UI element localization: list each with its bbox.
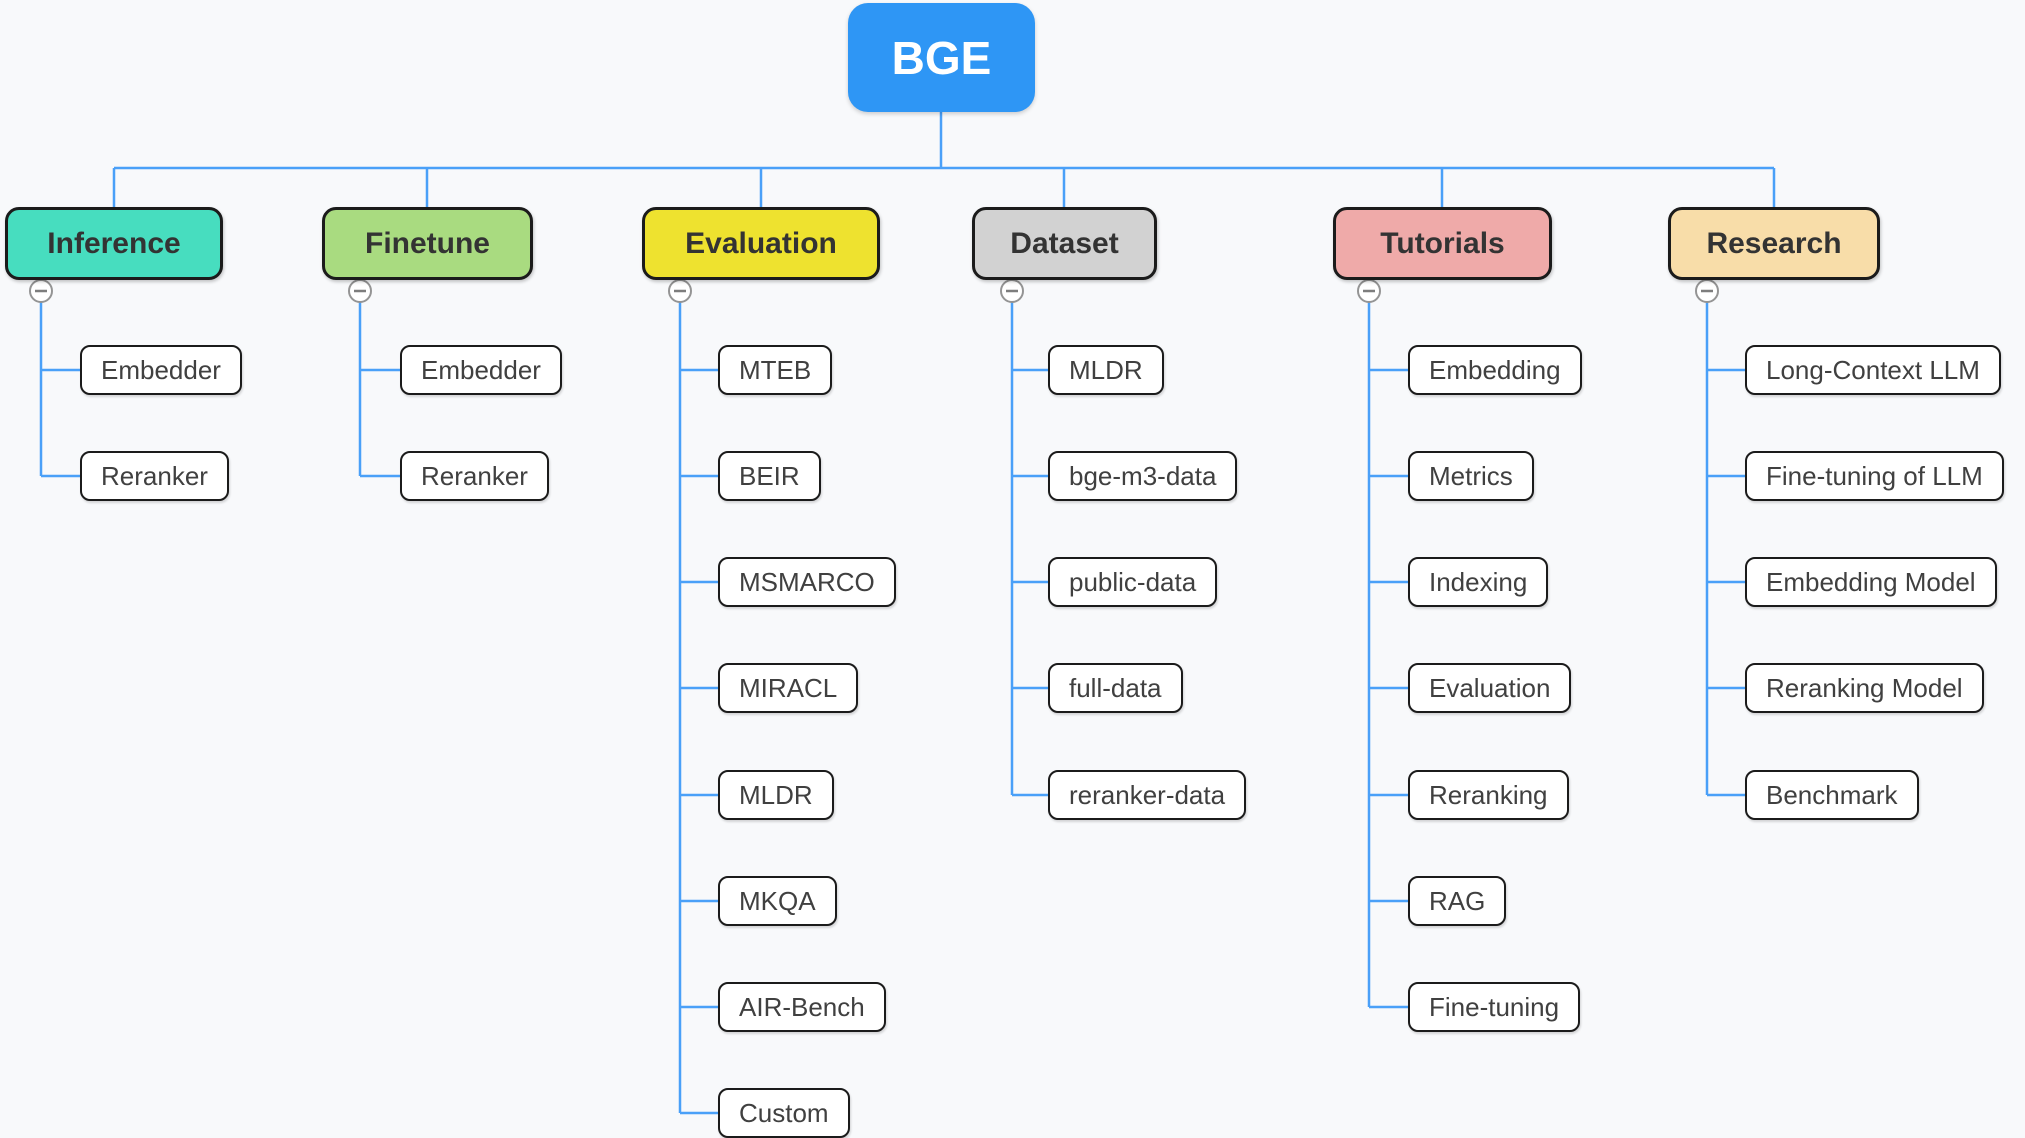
leaf-node[interactable]: Embedder: [400, 345, 562, 395]
leaf-node[interactable]: bge-m3-data: [1048, 451, 1238, 501]
connector-branch-evaluation: [678, 302, 718, 1115]
branch-node-inference[interactable]: Inference: [5, 207, 223, 280]
leaf-node[interactable]: Fine-tuning: [1408, 982, 1581, 1032]
connector-branch-tutorials: [1367, 302, 1408, 1009]
minus-circle-icon-research[interactable]: [1695, 279, 1719, 303]
leaf-node[interactable]: full-data: [1048, 663, 1183, 713]
leaf-node[interactable]: reranker-data: [1048, 770, 1247, 820]
leaf-node[interactable]: Reranker: [80, 451, 229, 501]
minus-circle-icon-tutorials[interactable]: [1357, 279, 1381, 303]
leaf-node[interactable]: Metrics: [1408, 451, 1534, 501]
leaf-node[interactable]: Custom: [718, 1088, 850, 1138]
root-node-bge[interactable]: BGE: [848, 3, 1035, 112]
leaf-node[interactable]: MLDR: [1048, 345, 1164, 395]
branch-node-evaluation[interactable]: Evaluation: [642, 207, 880, 280]
leaf-node[interactable]: Indexing: [1408, 557, 1549, 607]
leaf-node[interactable]: Reranking: [1408, 770, 1569, 820]
leaf-node[interactable]: MSMARCO: [718, 557, 896, 607]
leaf-node[interactable]: MLDR: [718, 770, 834, 820]
minus-circle-icon-evaluation[interactable]: [668, 279, 692, 303]
leaf-node[interactable]: Fine-tuning of LLM: [1745, 451, 2004, 501]
leaf-node[interactable]: MTEB: [718, 345, 833, 395]
minus-circle-icon-inference[interactable]: [29, 279, 53, 303]
branch-node-finetune[interactable]: Finetune: [322, 207, 533, 280]
leaf-node[interactable]: Reranking Model: [1745, 663, 1984, 713]
leaf-node[interactable]: Long-Context LLM: [1745, 345, 2001, 395]
connector-branch-research: [1705, 302, 1745, 797]
minus-circle-icon-dataset[interactable]: [1000, 279, 1024, 303]
connector-root-bus: [112, 112, 1776, 207]
leaf-node[interactable]: RAG: [1408, 876, 1507, 926]
leaf-node[interactable]: Benchmark: [1745, 770, 1919, 820]
connector-branch-finetune: [358, 302, 400, 478]
leaf-node[interactable]: Embedder: [80, 345, 242, 395]
leaf-node[interactable]: MKQA: [718, 876, 837, 926]
branch-node-dataset[interactable]: Dataset: [972, 207, 1157, 280]
leaf-node[interactable]: Evaluation: [1408, 663, 1572, 713]
connector-branch-inference: [39, 302, 80, 478]
leaf-node[interactable]: public-data: [1048, 557, 1218, 607]
leaf-node[interactable]: Embedding: [1408, 345, 1582, 395]
branch-node-research[interactable]: Research: [1668, 207, 1880, 280]
leaf-node[interactable]: Embedding Model: [1745, 557, 1997, 607]
leaf-node[interactable]: Reranker: [400, 451, 549, 501]
branch-node-tutorials[interactable]: Tutorials: [1333, 207, 1552, 280]
leaf-node[interactable]: MIRACL: [718, 663, 859, 713]
leaf-node[interactable]: AIR-Bench: [718, 982, 886, 1032]
minus-circle-icon-finetune[interactable]: [348, 279, 372, 303]
leaf-node[interactable]: BEIR: [718, 451, 821, 501]
connector-branch-dataset: [1010, 302, 1048, 797]
